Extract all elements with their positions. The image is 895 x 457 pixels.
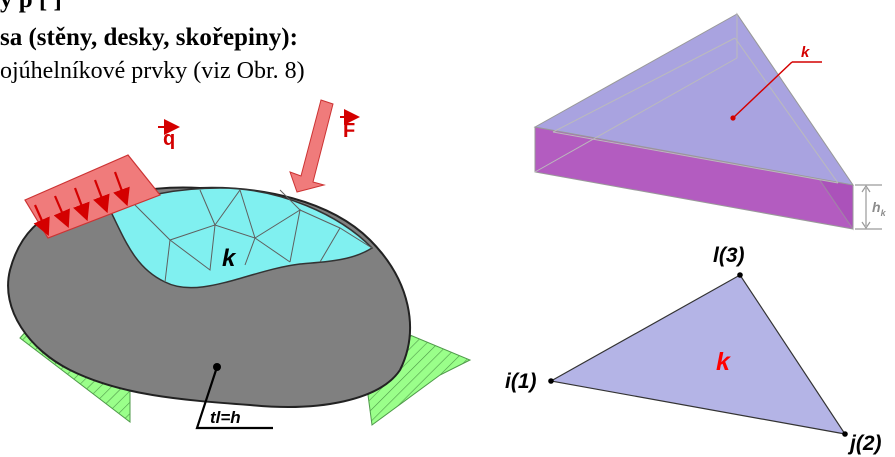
prism-top-face: [533, 13, 855, 186]
prism-leader: [732, 61, 793, 119]
mesh-lines: [134, 188, 373, 283]
triangle-element-label: k: [716, 348, 731, 376]
heading-line-1: y p [ ]: [0, 0, 62, 14]
node-l: [737, 272, 743, 278]
thickness-leader: [195, 366, 273, 430]
label-q: q: [158, 119, 180, 150]
left-figure: q F k tl=h: [7, 99, 472, 430]
heading-line-3: ojúhelníkové prvky (viz Obr. 8): [0, 58, 305, 84]
load-F-label: F: [343, 120, 355, 142]
prism-element: k hk: [533, 12, 887, 231]
triangle-element: k i(1) l(3) j(2): [505, 244, 882, 455]
prism-element-label: k: [801, 44, 810, 61]
node-i-label: i(1): [505, 370, 537, 393]
force-arrow: [289, 99, 334, 193]
triangle-face: [549, 274, 847, 435]
node-i: [548, 378, 554, 384]
prism-hidden-edges: [534, 14, 839, 184]
prism-thickness-dimension: [855, 184, 882, 230]
thickness-label: tl=h: [210, 408, 241, 427]
label-F: F: [340, 109, 360, 142]
load-q-label: q: [163, 128, 175, 150]
node-j: [842, 431, 848, 437]
mesh-element-label: k: [222, 245, 237, 272]
distributed-load: [24, 154, 161, 239]
node-j-label: j(2): [847, 432, 882, 455]
node-l-label: l(3): [713, 244, 745, 267]
prism-thickness-label: hk: [872, 199, 887, 218]
heading-line-2: sa (stěny, desky, skořepiny):: [0, 24, 298, 51]
